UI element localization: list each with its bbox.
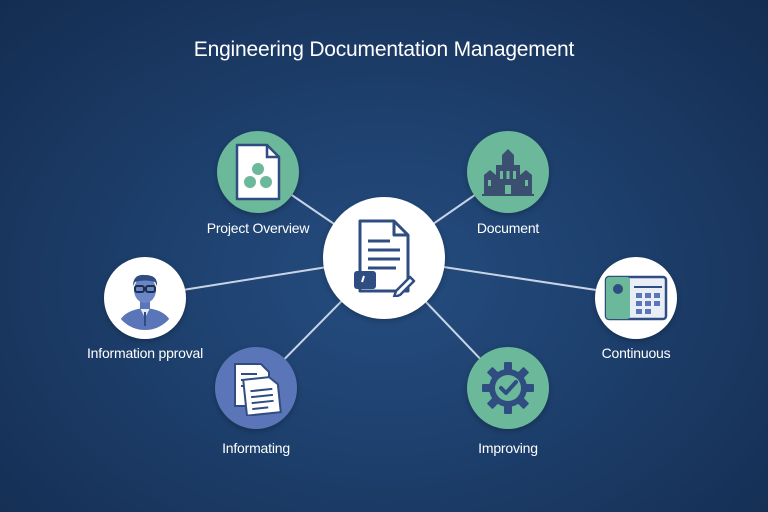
building-icon <box>482 149 534 196</box>
node-information-approval[interactable] <box>104 257 186 339</box>
document-circles-icon <box>235 143 281 201</box>
node-continuous[interactable] <box>595 257 677 339</box>
diagram-title: Engineering Documentation Management <box>193 38 575 61</box>
label-document: Document <box>476 220 540 236</box>
label-continuous: Continuous <box>601 345 671 361</box>
node-document[interactable] <box>467 131 549 213</box>
stacked-documents-icon <box>234 363 282 416</box>
node-informating[interactable] <box>215 347 297 429</box>
label-improving: Improving <box>478 440 538 456</box>
node-improving[interactable] <box>467 347 549 429</box>
node-project-overview[interactable] <box>217 131 299 213</box>
label-information-approval: Information pproval <box>86 345 204 361</box>
hub-node[interactable] <box>323 197 445 319</box>
gear-check-icon <box>482 362 534 414</box>
screen-calendar-icon <box>604 275 668 321</box>
label-project-overview: Project Overview <box>206 220 310 236</box>
label-informating: Informating <box>222 440 290 456</box>
engineer-avatar-icon <box>117 274 173 330</box>
document-pen-icon <box>354 219 416 297</box>
